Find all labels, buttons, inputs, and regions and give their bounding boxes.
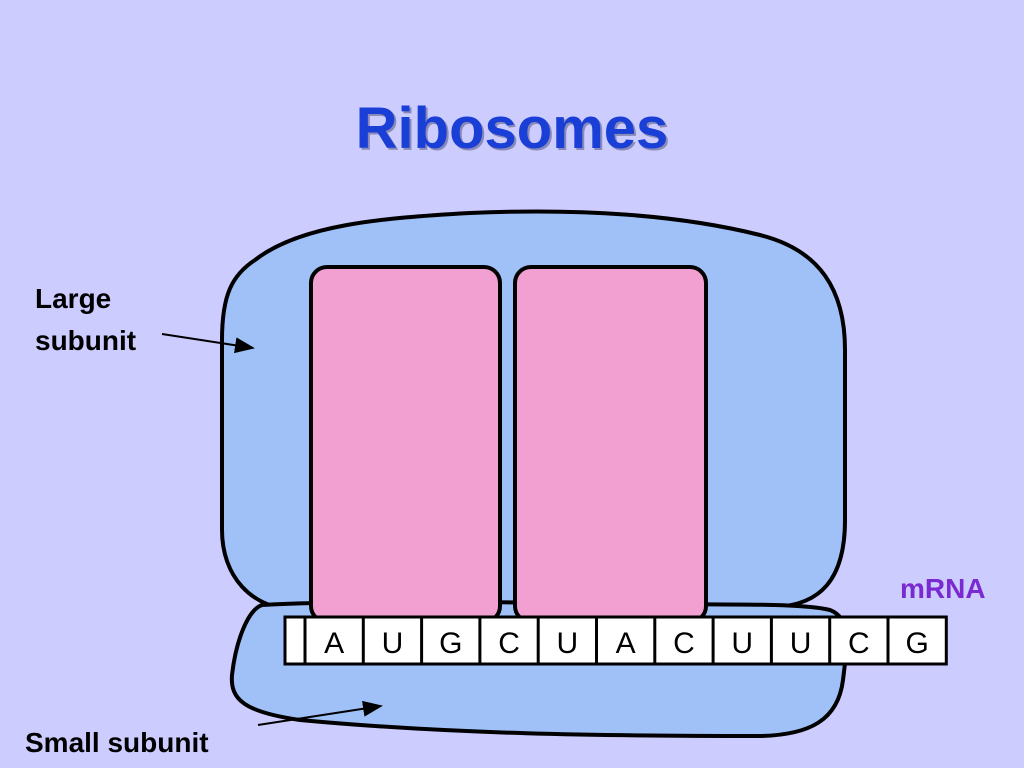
mrna-base: U — [382, 627, 404, 660]
small-subunit-arrow — [257, 700, 383, 726]
large-subunit-label-line1: Large — [35, 283, 111, 314]
p-site — [309, 265, 502, 624]
a-site — [513, 265, 708, 624]
slide-title: Ribosomes — [355, 96, 669, 161]
mrna-strand-outline — [283, 615, 948, 666]
mrna-base: U — [557, 627, 579, 660]
mrna-base: C — [848, 627, 870, 660]
mrna-base: C — [673, 627, 695, 660]
mrna-base: U — [731, 627, 753, 660]
mrna-base: A — [616, 627, 636, 660]
mrna-base: G — [439, 627, 462, 660]
small-subunit-label: Small subunit — [25, 727, 209, 758]
large-subunit-arrow — [161, 333, 255, 354]
mrna-base: C — [498, 627, 520, 660]
mrna-base: G — [905, 627, 928, 660]
mrna-label: mRNA — [900, 573, 986, 604]
large-subunit-label-line2: subunit — [35, 325, 136, 356]
mrna-base: A — [324, 627, 344, 660]
mrna-base: U — [790, 627, 812, 660]
